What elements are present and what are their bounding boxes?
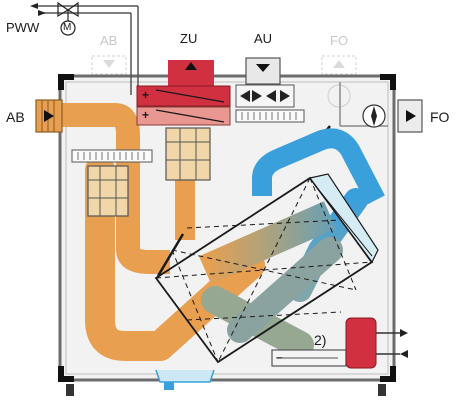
exchanger-side-plate xyxy=(308,173,379,264)
motor-icon xyxy=(60,20,76,36)
heater-plus-2: + xyxy=(142,108,150,122)
extract-fan xyxy=(87,165,129,217)
flow-out-arrow xyxy=(38,10,46,16)
note-2-label: 2) xyxy=(314,332,327,348)
post-heater-minus: – xyxy=(276,350,283,364)
corner-top-right xyxy=(380,74,396,90)
supply-fan xyxy=(165,127,211,181)
valve-icon xyxy=(57,1,70,18)
bypass-damper xyxy=(156,233,185,277)
extract-filter xyxy=(71,149,153,163)
foot-right xyxy=(378,384,386,396)
ab-top-label: AB xyxy=(100,33,118,48)
post-heater xyxy=(271,317,408,369)
faded-connections xyxy=(91,55,357,108)
foot-left xyxy=(66,384,74,396)
corner-bottom-right xyxy=(380,366,396,382)
pww-connection xyxy=(30,1,139,95)
au-label: AU xyxy=(254,31,273,46)
corner-bottom-left xyxy=(58,366,74,382)
fo-side-connector xyxy=(362,99,423,133)
motor-label: M xyxy=(63,22,72,33)
ab-side-label: AB xyxy=(6,109,25,125)
heat-exchanger xyxy=(154,173,379,364)
fo-side-label: FO xyxy=(430,109,450,125)
heater-register xyxy=(136,60,231,126)
zu-label: ZU xyxy=(180,31,198,46)
outdoor-air-section xyxy=(235,57,305,123)
pww-label: PWW xyxy=(6,20,40,35)
fan-icons xyxy=(235,84,295,108)
fo-top-label: FO xyxy=(330,33,349,48)
filter-au xyxy=(235,109,305,123)
flow-in-arrow xyxy=(30,3,38,9)
ab-side-connector xyxy=(35,99,63,133)
condensate-drain xyxy=(155,369,215,390)
heater-plus-1: + xyxy=(142,88,150,102)
corner-top-left xyxy=(58,74,74,90)
